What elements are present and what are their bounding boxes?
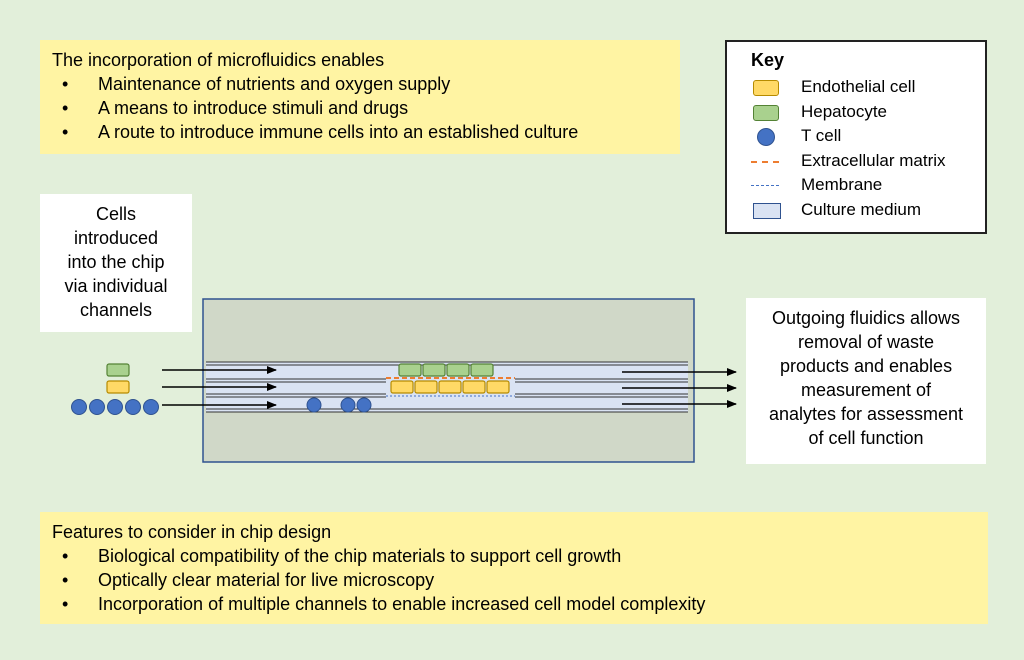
culture-medium-swatch xyxy=(753,202,781,219)
t-cell xyxy=(340,397,356,413)
benefit-item: A means to introduce stimuli and drugs xyxy=(52,96,668,120)
t-cell xyxy=(306,397,322,413)
hepatocyte-cell xyxy=(446,363,470,377)
chip-t-cells xyxy=(306,397,372,413)
feature-item: Optically clear material for live micros… xyxy=(52,568,976,592)
hepatocyte-cell xyxy=(422,363,446,377)
ecm-dashed-line xyxy=(751,160,779,163)
cells-introduced-line: introduced xyxy=(73,228,159,248)
t-cell xyxy=(356,397,372,413)
cells-introduced-box: Cells introduced into the chip via indiv… xyxy=(40,194,192,332)
outgoing-fluidics-box: Outgoing fluidics allows removal of wast… xyxy=(746,298,986,464)
feature-item: Incorporation of multiple channels to en… xyxy=(52,592,976,616)
chip-design-features-list: Biological compatibility of the chip mat… xyxy=(52,544,976,616)
endothelial-cell xyxy=(486,380,510,394)
t-cell-swatch xyxy=(757,128,775,147)
key-item-label: T cell xyxy=(801,126,842,146)
chip-hepatocytes xyxy=(398,363,494,377)
outgoing-fluidics-line: measurement of xyxy=(800,380,932,400)
outgoing-fluidics-line: removal of waste xyxy=(797,332,935,352)
key-item-hepatocyte: Hepatocyte xyxy=(741,100,971,125)
t-cell xyxy=(125,399,141,415)
microfluidics-benefits-box: The incorporation of microfluidics enabl… xyxy=(40,40,680,154)
hepatocyte-cell xyxy=(398,363,422,377)
key-item-culture-medium: Culture medium xyxy=(741,198,971,223)
endothelial-cell-swatch xyxy=(753,80,779,96)
chip-design-features-heading: Features to consider in chip design xyxy=(52,522,332,542)
outgoing-fluidics-line: Outgoing fluidics allows xyxy=(771,308,961,328)
key-title: Key xyxy=(751,50,785,70)
outgoing-fluidics-line: of cell function xyxy=(808,428,924,448)
outgoing-fluidics-line: products and enables xyxy=(779,356,953,376)
channel-bottom xyxy=(206,397,688,412)
key-legend: Key Endothelial cell Hepatocyte T cell E… xyxy=(725,40,987,234)
outgoing-fluidics-line: analytes for assessment xyxy=(768,404,964,424)
benefit-item: Maintenance of nutrients and oxygen supp… xyxy=(52,72,668,96)
inflow-arrows xyxy=(162,366,277,409)
cells-introduced-line: channels xyxy=(79,300,153,320)
t-cell xyxy=(143,399,159,415)
chip-endothelial-cells xyxy=(390,380,510,394)
key-item-t-cell: T cell xyxy=(741,124,971,149)
key-item-label: Endothelial cell xyxy=(801,77,916,96)
key-item-endothelial: Endothelial cell xyxy=(741,75,971,100)
input-hepatocyte xyxy=(106,363,130,377)
input-endothelial-cell xyxy=(106,380,130,394)
microfluidics-benefits-list: Maintenance of nutrients and oxygen supp… xyxy=(52,72,668,144)
cells-introduced-line: into the chip xyxy=(67,252,165,272)
key-item-membrane: Membrane xyxy=(741,173,971,198)
endothelial-cell xyxy=(390,380,414,394)
key-item-label: Culture medium xyxy=(801,199,921,219)
feature-item: Biological compatibility of the chip mat… xyxy=(52,544,976,568)
cells-introduced-line: via individual xyxy=(64,276,168,296)
hepatocyte-swatch xyxy=(753,104,779,121)
t-cell xyxy=(107,399,123,415)
hepatocyte-cell xyxy=(470,363,494,377)
key-item-label: Hepatocyte xyxy=(801,101,887,121)
t-cell xyxy=(71,399,87,415)
membrane-dotted-line xyxy=(751,185,779,187)
t-cell xyxy=(89,399,105,415)
microfluidics-benefits-heading: The incorporation of microfluidics enabl… xyxy=(52,50,385,70)
chip-design-features-box: Features to consider in chip design Biol… xyxy=(40,512,988,624)
endothelial-cell xyxy=(414,380,438,394)
input-t-cells xyxy=(71,399,159,415)
key-item-label: Membrane xyxy=(801,175,883,195)
endothelial-cell xyxy=(438,380,462,394)
key-item-label: Extracellular matrix xyxy=(801,150,946,170)
key-item-ecm: Extracellular matrix xyxy=(741,149,971,174)
outflow-arrows xyxy=(622,368,737,408)
endothelial-cell xyxy=(462,380,486,394)
benefit-item: A route to introduce immune cells into a… xyxy=(52,120,668,144)
cells-introduced-line: Cells xyxy=(95,204,136,224)
